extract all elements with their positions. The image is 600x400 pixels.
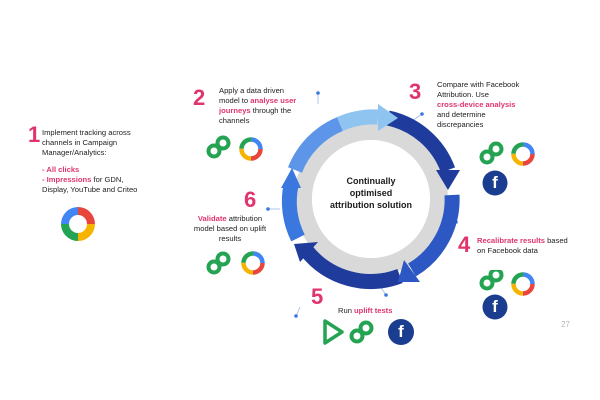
arrowhead-6 <box>281 168 301 188</box>
ring-center <box>312 140 430 258</box>
step-4-number: 4 <box>458 232 471 257</box>
step-1-line-2: channels in Campaign <box>42 138 118 147</box>
arrow-segment-4 <box>407 194 460 277</box>
step-2-line-1: Apply a data driven <box>219 86 285 95</box>
step-2-line-3-rest: through the <box>250 106 292 115</box>
analytics-icon <box>61 207 95 241</box>
step-4-icons <box>479 270 535 320</box>
step-5-icons <box>323 319 414 345</box>
cycle-center-label: Continually optimised attribution soluti… <box>316 175 426 211</box>
step-1-line-3: Manager/Analytics: <box>42 148 107 157</box>
step-1-text: Implement tracking across channels in Ca… <box>42 128 172 195</box>
step-1-bullet-dash: - <box>42 175 47 184</box>
step-2-line-2-highlight: analyse user <box>250 96 297 105</box>
center-line-2: optimised <box>349 188 393 198</box>
step-6-line-1: Validate attribution <box>180 214 280 224</box>
step-2-line-2-prefix: model to <box>219 96 251 105</box>
step-2-line-4: channels <box>219 116 250 125</box>
arrow-segment-3 <box>386 110 456 173</box>
facebook-icon <box>388 319 414 345</box>
analytics-icon <box>241 251 265 275</box>
analytics-icon <box>239 137 263 161</box>
step-6-line-2: model based on uplift <box>193 224 267 233</box>
step-1-bullet-clicks: - All clicks <box>42 165 80 174</box>
analytics-icon <box>511 272 535 296</box>
step-6-number: 6 <box>244 187 257 212</box>
step-5-line-1-prefix: Run <box>338 306 355 315</box>
step-6-line-1-rest: attribution <box>226 214 263 223</box>
analytics-icon <box>511 142 535 166</box>
arrowhead-2 <box>378 104 398 131</box>
step-3-icons <box>479 141 535 196</box>
step-4-line-1: Recalibrate results based <box>477 236 577 246</box>
campaign-manager-icon <box>206 251 231 275</box>
step-2-icons <box>206 135 263 161</box>
facebook-icon <box>482 170 508 196</box>
facebook-glyph: f <box>492 173 498 192</box>
step-2-number: 2 <box>193 85 206 110</box>
facebook-icon <box>482 294 508 320</box>
step-2-text: Apply a data driven model to analyse use… <box>219 86 319 126</box>
arrowhead-3 <box>436 170 460 190</box>
step-2-line-2: model to analyse user <box>219 96 319 106</box>
facebook-glyph: f <box>398 322 404 341</box>
page-number: 27 <box>561 320 570 329</box>
step-3-number: 3 <box>409 79 422 104</box>
step-5-number: 5 <box>311 284 324 309</box>
step-6-text: Validate attribution model based on upli… <box>180 214 280 244</box>
step-6-line-3: results <box>218 234 242 243</box>
step-6-icons <box>206 251 265 275</box>
step-3-line-2: Attribution. Use <box>437 90 489 99</box>
optimize-play-icon <box>323 319 344 345</box>
arrowhead-4 <box>398 260 420 282</box>
step-1-impressions-label: Impressions <box>46 175 92 184</box>
step-4-text: Recalibrate results based on Facebook da… <box>477 236 577 256</box>
step-1-bullet-channels: Display, YouTube and Criteo <box>42 185 138 194</box>
step-4-line-2: on Facebook data <box>477 246 538 255</box>
arrow-segment-6 <box>288 117 344 173</box>
step-2-line-3: journeys through the <box>219 106 319 116</box>
step-3-line-3-highlight: cross-device analysis <box>437 100 516 109</box>
step-4-line-1-rest: based <box>544 236 568 245</box>
step-1-number: 1 <box>28 122 41 147</box>
arrow-segment-6b <box>281 183 305 242</box>
campaign-manager-icon <box>479 270 504 291</box>
center-line-3: attribution solution <box>330 200 412 210</box>
arrow-segment-5 <box>300 245 403 289</box>
facebook-glyph: f <box>492 297 498 316</box>
arrow-segment-2 <box>336 109 379 131</box>
step-1-bullet-impressions: - Impressions for GDN, <box>42 175 172 185</box>
campaign-manager-icon <box>479 141 504 165</box>
arrowhead-5 <box>294 242 318 262</box>
step-3-text: Compare with Facebook Attribution. Use c… <box>437 80 557 130</box>
step-5-text: Run uplift tests <box>338 306 428 316</box>
step-3-line-5: discrepancies <box>437 120 484 129</box>
campaign-manager-icon <box>349 320 374 344</box>
step-6-line-1-highlight: Validate <box>197 214 227 223</box>
step-1-line-1: Implement tracking across <box>42 128 131 137</box>
step-1-impressions-rest: for GDN, <box>91 175 124 184</box>
step-5-line-1-highlight: uplift tests <box>354 306 393 315</box>
step-4-line-1-highlight: Recalibrate results <box>477 236 545 245</box>
step-2-line-3-highlight: journeys <box>219 106 251 115</box>
center-line-1: Continually <box>346 176 396 186</box>
step-3-line-4: and determine <box>437 110 486 119</box>
step-3-line-1: Compare with Facebook <box>437 80 520 89</box>
campaign-manager-icon <box>206 135 231 159</box>
inner-ring <box>294 122 448 276</box>
